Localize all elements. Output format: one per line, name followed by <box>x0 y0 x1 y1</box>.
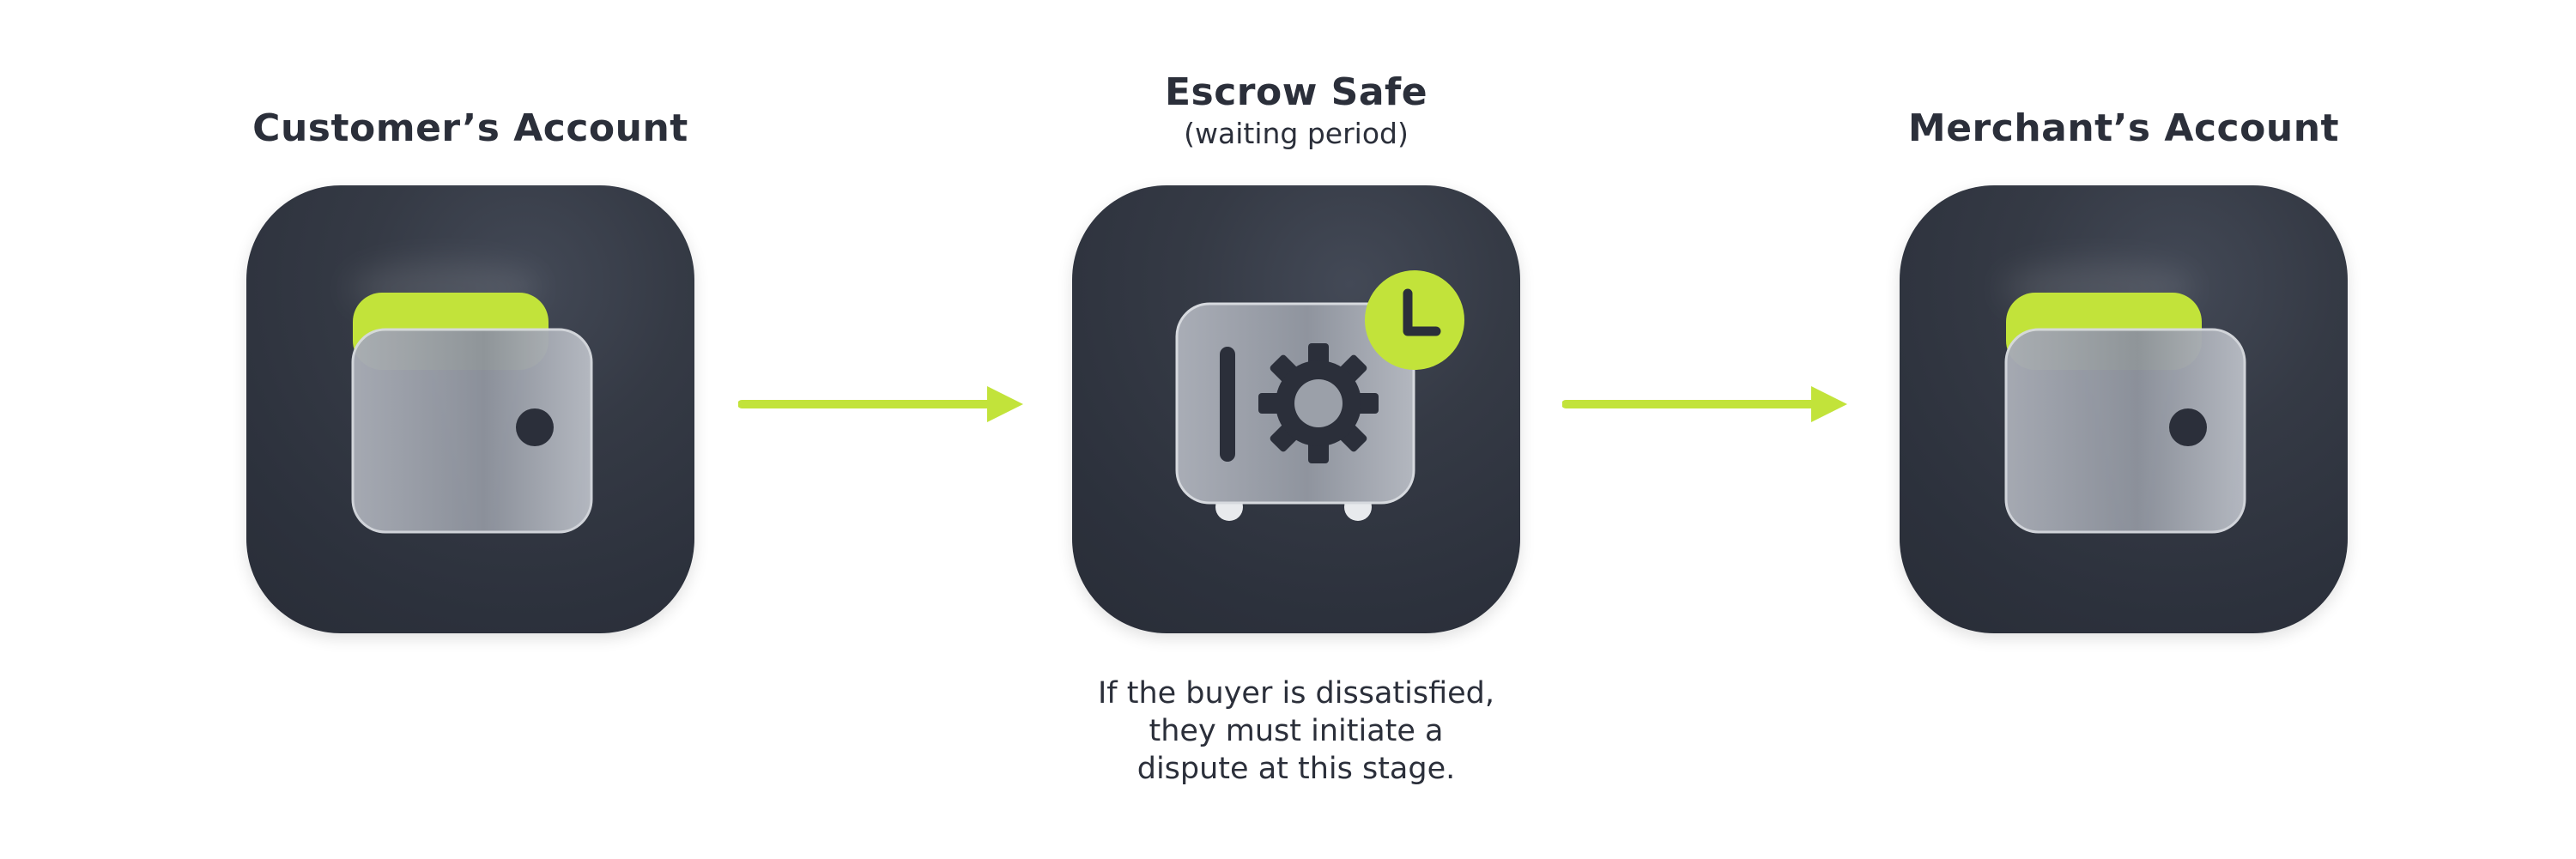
gear-icon <box>1258 343 1379 463</box>
safe-icon <box>1175 302 1415 521</box>
escrow-safe-tile <box>1072 185 1520 633</box>
wallet-icon <box>349 263 593 534</box>
arrow-to-merchant <box>1562 386 1847 422</box>
customer-account-title: Customer’s Account <box>252 106 688 150</box>
merchant-account-title: Merchant’s Account <box>1907 106 2340 150</box>
customer-account-tile <box>246 185 694 633</box>
escrow-safe-subtitle: (waiting period) <box>1184 117 1409 150</box>
merchant-account-tile <box>1900 185 2348 633</box>
note-line: If the buyer is dissatisfied, <box>1097 676 1495 711</box>
note-line: dispute at this stage. <box>1136 752 1456 786</box>
note-line: they must initiate a <box>1149 714 1444 748</box>
escrow-dispute-note: If the buyer is dissatisfied, they must … <box>995 674 1597 788</box>
escrow-safe-title: Escrow Safe <box>1164 70 1428 114</box>
clock-icon <box>1365 270 1464 370</box>
wallet-icon <box>2003 263 2246 534</box>
arrow-to-escrow <box>738 386 1023 422</box>
